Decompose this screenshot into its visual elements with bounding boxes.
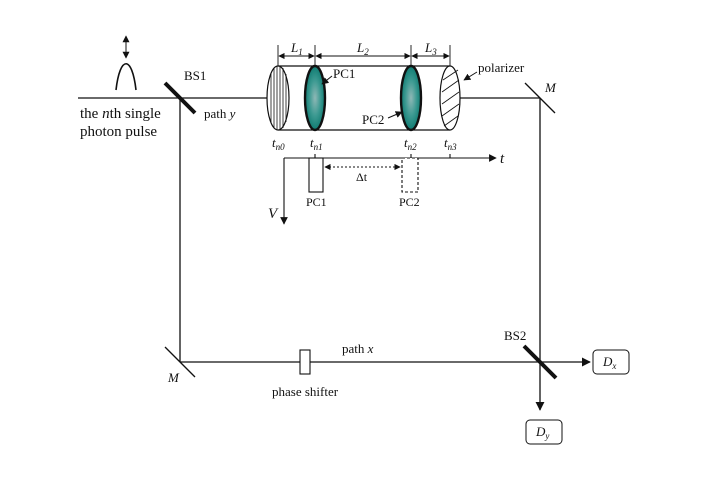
bs1-label: BS1 [184,68,206,83]
tn2-label: tn2 [404,135,417,152]
tn1-label: tn1 [310,135,323,152]
mirror-bottom-left[interactable] [164,346,196,378]
t-axis-label: t [500,151,505,167]
pc2-pulse-label: PC2 [399,195,420,209]
detector-dy[interactable]: Dy [525,419,563,445]
input-window [266,65,290,131]
photon-pulse-icon [115,35,137,91]
delay-cylinder [278,65,450,131]
pockels-cell-pc2[interactable] [399,64,423,132]
beam-splitter-bs2[interactable] [522,344,558,380]
pc2-voltage-pulse [401,157,419,193]
l2-label: L2 [356,40,369,57]
beam-splitter-bs1[interactable] [163,81,197,115]
length-dimensions [277,45,451,66]
mirror-top-label: M [544,80,557,95]
beam-paths [78,97,591,411]
pc1-pointer [321,75,333,85]
polarizer-pointer [463,71,478,81]
phase-shifter[interactable] [299,349,311,375]
l1-label: L1 [290,40,303,57]
tn3-label: tn3 [444,135,457,152]
pulse-label-line2: photon pulse [80,124,157,140]
mirror-bottom-label: M [167,370,180,385]
detector-dx[interactable]: Dx [592,349,630,375]
l3-label: L3 [424,40,437,57]
svg-text:Dy: Dy [535,424,549,441]
path-y-label: path y [204,106,236,121]
pc1-label: PC1 [333,66,355,81]
polarizer[interactable] [439,65,461,131]
pc1-pulse-label: PC1 [306,195,327,209]
pc1-voltage-pulse [308,157,324,193]
phase-shifter-label: phase shifter [272,384,339,399]
svg-text:Dx: Dx [602,354,616,371]
v-axis-label: V [268,206,279,222]
pc2-label: PC2 [362,112,384,127]
delta-t-label: Δt [356,170,368,184]
pc2-pointer [387,111,403,119]
tn0-label: tn0 [272,135,285,152]
mirror-top-right[interactable] [524,82,556,114]
pulse-label-line1: the nth single [80,106,161,122]
bs2-label: BS2 [504,328,526,343]
polarizer-label: polarizer [478,60,525,75]
pockels-cell-pc1[interactable] [303,64,327,132]
path-x-label: path x [342,341,374,356]
